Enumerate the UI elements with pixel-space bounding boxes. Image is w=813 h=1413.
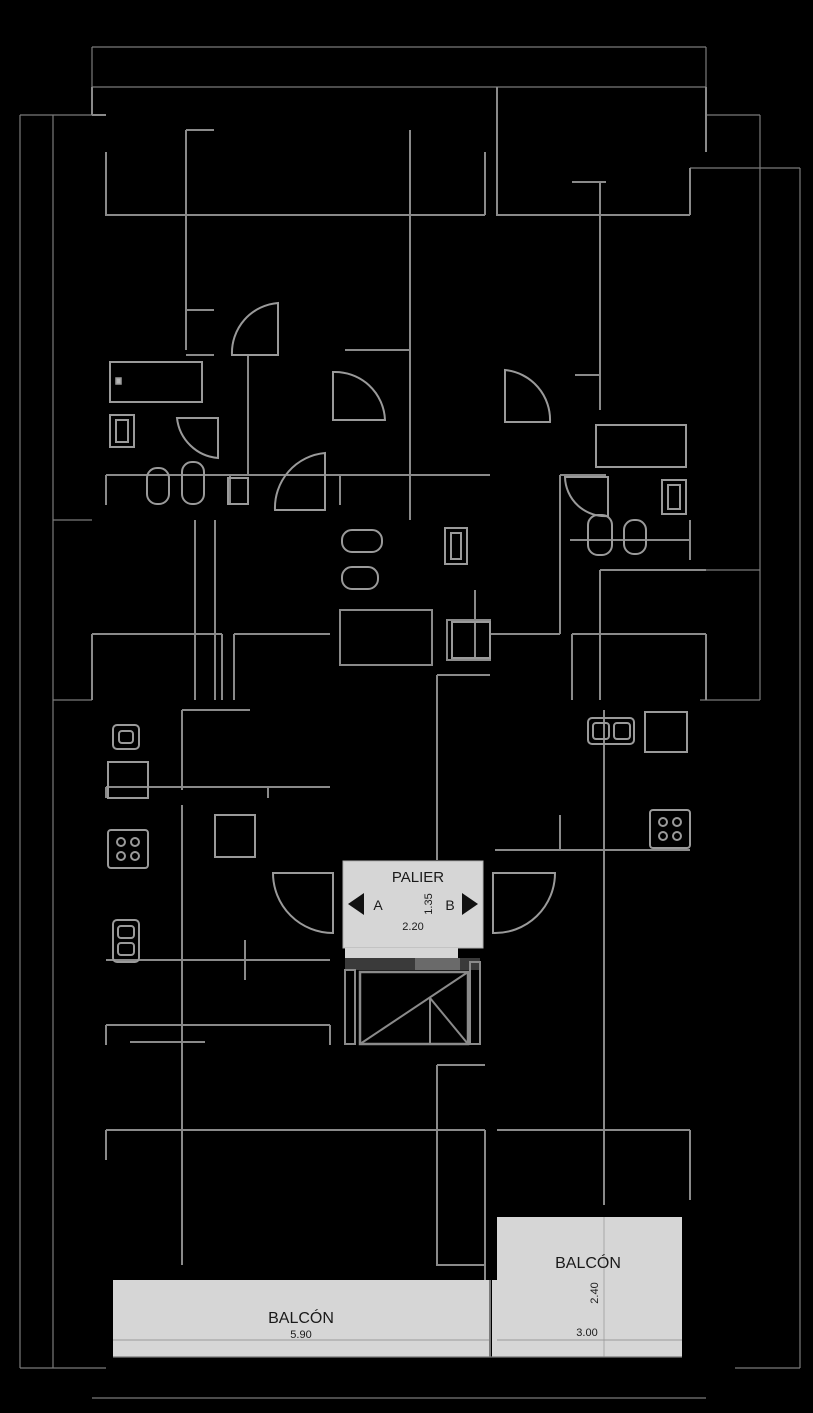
stove (649, 809, 691, 849)
kitchen-sink (587, 717, 635, 745)
arrow-left-icon (348, 893, 364, 915)
door-swing (563, 476, 609, 518)
sink (661, 479, 687, 515)
unit-a-label: A (373, 897, 383, 913)
fixtures (107, 361, 691, 963)
toilet (341, 529, 383, 553)
fridge (644, 711, 688, 753)
door-swing (492, 872, 557, 935)
bidet (623, 519, 647, 555)
door-swing (332, 370, 387, 421)
toilet (146, 467, 170, 505)
balcony-left-width-dimension: 5.90 (290, 1329, 311, 1341)
dimension-lines (19, 46, 801, 1399)
balcony-right-depth-dimension: 2.40 (589, 1282, 601, 1303)
balcony-left: BALCÓN 5.90 (113, 1280, 490, 1357)
balcony-left-label: BALCÓN (268, 1308, 334, 1327)
sink (109, 414, 135, 448)
balcony-right: BALCÓN 2.40 3.00 (489, 1217, 682, 1357)
toilet (587, 514, 613, 556)
washing-machine (451, 621, 491, 659)
sink (444, 527, 468, 565)
doors (175, 301, 609, 935)
landing-label: PALIER (392, 869, 444, 886)
landing: PALIER A B 1.35 2.20 (342, 860, 484, 958)
unit-b-label: B (445, 897, 454, 913)
elevator-shaft (344, 958, 481, 1046)
door-swing (273, 451, 326, 511)
bidet (181, 461, 205, 505)
walls (91, 87, 707, 1280)
landing-width-dimension: 2.20 (402, 921, 423, 933)
kitchen-sink (112, 724, 140, 750)
bathtub (109, 361, 203, 403)
arrow-right-icon (462, 893, 478, 915)
door-swing (504, 368, 552, 423)
balcony-right-width-dimension: 3.00 (576, 1327, 597, 1339)
bidet (341, 566, 379, 590)
bathtub (595, 424, 687, 468)
door-swing (271, 872, 334, 935)
stove (107, 829, 149, 869)
landing-height-dimension: 1.35 (423, 893, 435, 914)
fridge (107, 761, 149, 799)
cabinet (214, 814, 256, 858)
door-swing (175, 417, 219, 460)
kitchen-sink (112, 919, 140, 963)
door-swing (230, 301, 279, 356)
balcony-right-label: BALCÓN (555, 1253, 621, 1272)
